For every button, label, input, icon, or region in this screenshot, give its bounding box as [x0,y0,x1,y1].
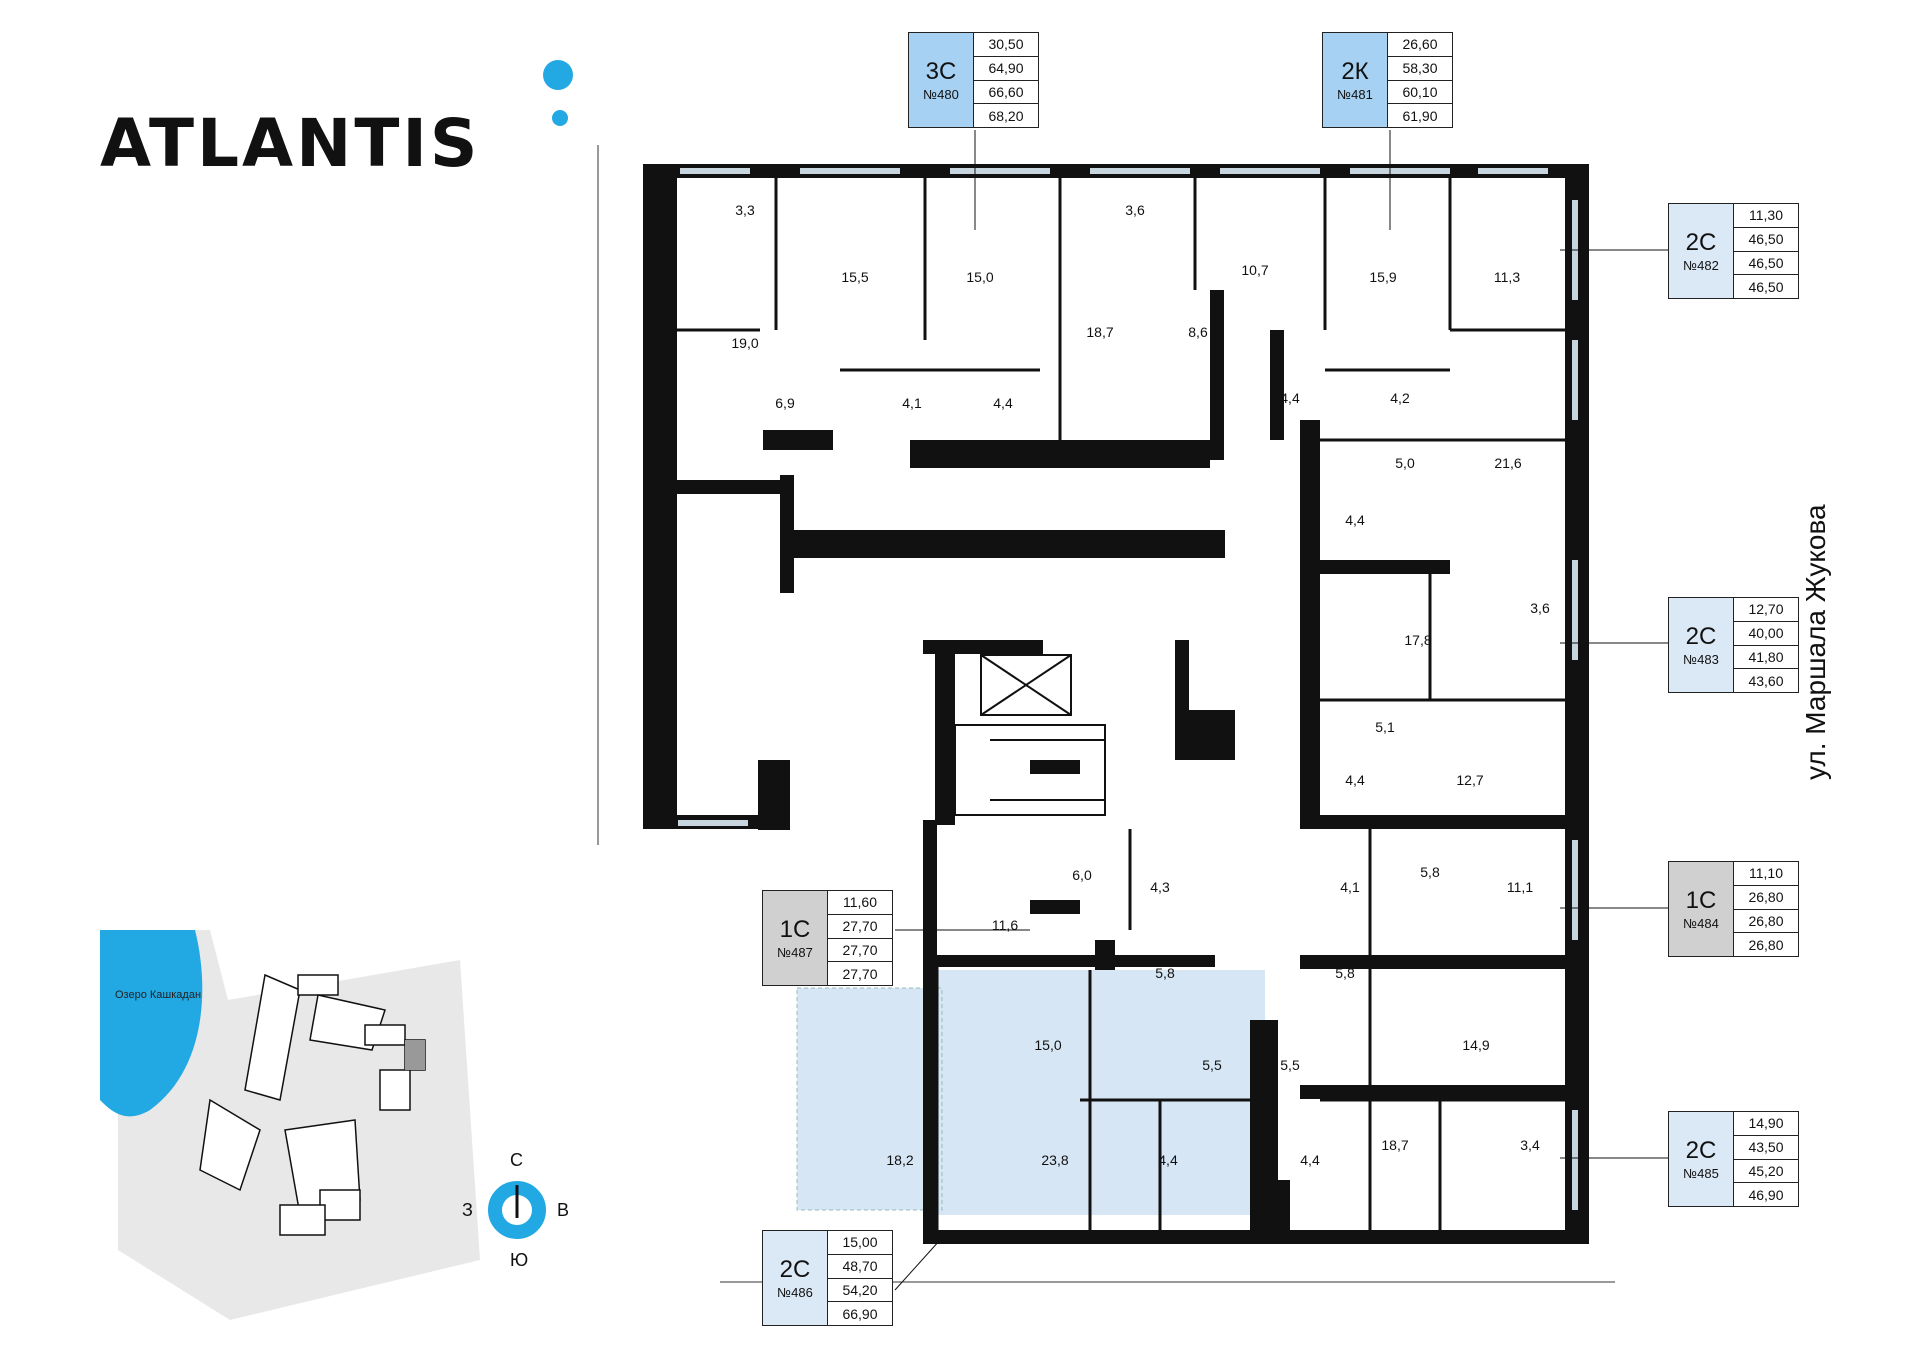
room-area: 18,7 [1381,1137,1408,1153]
room-area: 5,1 [1375,719,1395,735]
room-area: 11,1 [1507,879,1533,895]
room-area: 6,0 [1072,867,1092,883]
room-area: 15,0 [1034,1037,1061,1053]
room-area: 4,1 [1340,879,1360,895]
room-area: 18,2 [886,1152,913,1168]
room-area: 12,7 [1456,772,1483,788]
room-area: 5,0 [1395,455,1415,471]
room-area: 19,0 [731,335,758,351]
room-area: 11,6 [992,917,1018,933]
room-area: 15,0 [966,269,993,285]
stair-core [954,654,1106,816]
compass-north: С [510,1150,523,1170]
room-area: 4,3 [1150,879,1170,895]
compass-south: Ю [510,1250,529,1270]
room-area: 3,6 [1125,202,1145,218]
compass [488,1181,546,1239]
section-c5-highlight [405,1040,425,1070]
room-area: 3,4 [1520,1137,1540,1153]
room-area: 10,7 [1241,262,1268,278]
room-area: 4,4 [1345,512,1365,528]
room-area: 11,3 [1494,269,1520,285]
site-plan: Озеро Кашкадан [100,930,480,1320]
room-area: 23,8 [1041,1152,1068,1168]
room-area: 4,4 [1345,772,1365,788]
room-area: 21,6 [1494,455,1521,471]
lake-label: Озеро Кашкадан [115,989,201,1001]
room-area: 5,8 [1420,864,1440,880]
compass-east: В [557,1200,570,1220]
room-area: 5,5 [1280,1057,1300,1073]
room-area: 14,9 [1462,1037,1489,1053]
street-label: ул. Маршала Жукова [1800,504,1831,780]
room-area: 17,8 [1404,632,1431,648]
room-area: 5,8 [1155,965,1175,981]
logo-dot-large [543,60,573,90]
room-area: 3,3 [735,202,755,218]
balcony-486 [796,987,943,1211]
room-area: 4,1 [902,395,922,411]
room-area: 4,4 [1280,390,1300,406]
logo-dot-small [552,110,568,126]
room-area: 4,4 [1300,1152,1320,1168]
room-area: 4,4 [993,395,1013,411]
apartment-486-highlight [935,970,1265,1215]
room-area: 8,6 [1188,324,1208,340]
room-labels: 3,3 15,5 15,0 3,6 10,7 15,9 11,3 19,0 18… [731,202,1550,1168]
interior-walls [677,178,1565,1230]
compass-west: З [462,1200,473,1220]
room-area: 6,9 [775,395,795,411]
leader-lines [894,130,1668,1291]
room-area: 4,2 [1390,390,1410,406]
room-area: 15,5 [841,269,868,285]
room-area: 3,6 [1530,600,1550,616]
room-area: 5,8 [1335,965,1355,981]
brand-logo: ATLANTIS [100,105,481,182]
room-area: 15,9 [1369,269,1396,285]
room-area: 4,4 [1158,1152,1178,1168]
room-area: 5,5 [1202,1057,1222,1073]
room-area: 18,7 [1086,324,1113,340]
